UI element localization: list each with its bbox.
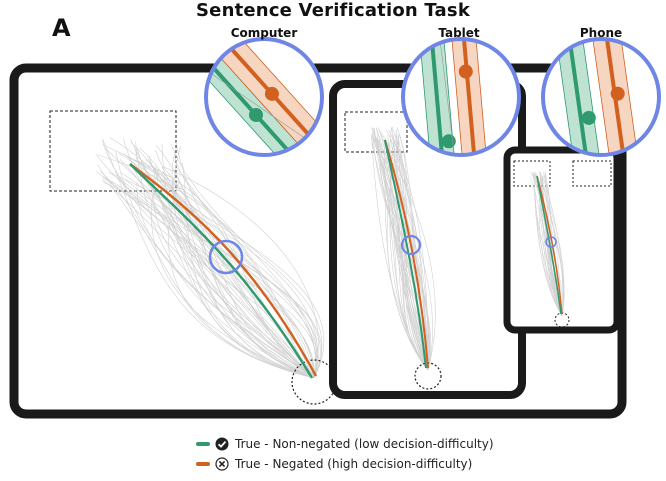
legend-swatch-green	[196, 442, 210, 446]
faint-trajectory	[543, 171, 563, 317]
computer-negated-path	[129, 163, 318, 377]
computer-label: Computer	[230, 26, 298, 40]
faint-trajectory	[534, 171, 563, 317]
faint-trajectory	[371, 127, 429, 371]
tablet-focus-ring	[400, 234, 422, 256]
computer-focus-ring	[208, 239, 244, 275]
legend-item-negated: True - Negated (high decision-difficulty…	[196, 454, 494, 474]
faint-trajectory	[119, 159, 315, 379]
faint-trajectory	[95, 153, 321, 379]
faint-trajectory	[131, 142, 315, 379]
faint-trajectory	[174, 169, 315, 379]
tablet-label: Tablet	[438, 26, 480, 40]
legend-label-negated: True - Negated (high decision-difficulty…	[235, 457, 473, 471]
faint-trajectory	[182, 162, 315, 379]
faint-trajectory	[395, 131, 429, 371]
computer-magnifier	[204, 37, 324, 157]
figure-title: Sentence Verification Task	[196, 0, 470, 21]
faint-trajectory	[125, 179, 315, 379]
faint-trajectory	[118, 153, 315, 379]
faint-trajectory	[123, 138, 315, 379]
faint-trajectory	[105, 177, 315, 379]
faint-trajectory	[134, 147, 322, 379]
faint-trajectory	[102, 138, 315, 379]
phone-target-right	[572, 160, 612, 187]
faint-trajectory	[136, 182, 315, 379]
faint-trajectory	[388, 129, 429, 371]
faint-trajectory	[151, 174, 324, 379]
faint-trajectory	[395, 129, 431, 371]
phone-label: Phone	[579, 26, 623, 40]
computer-faint-trajectories	[95, 137, 324, 379]
legend-item-non-negated: True - Non-negated (low decision-difficu…	[196, 434, 494, 454]
faint-trajectory	[97, 164, 315, 379]
check-circle-icon	[215, 437, 229, 451]
faint-trajectory	[155, 144, 315, 379]
faint-trajectory	[102, 181, 315, 379]
faint-trajectory	[399, 135, 429, 371]
computer-target-box	[49, 110, 177, 192]
legend: True - Non-negated (low decision-difficu…	[196, 434, 494, 474]
faint-trajectory	[533, 171, 563, 317]
faint-trajectory	[544, 172, 564, 317]
phone-focus-ring	[545, 236, 557, 248]
faint-trajectory	[162, 172, 315, 379]
legend-label-non-negated: True - Non-negated (low decision-difficu…	[235, 437, 494, 451]
panel-label: A	[52, 14, 71, 42]
faint-trajectory	[98, 154, 315, 379]
tablet-magnifier	[401, 37, 521, 157]
faint-trajectory	[395, 142, 429, 371]
faint-trajectory	[384, 140, 429, 371]
faint-trajectory	[374, 137, 429, 371]
faint-trajectory	[539, 173, 564, 317]
phone-frame	[503, 146, 621, 334]
faint-trajectory	[174, 156, 323, 379]
faint-trajectory	[390, 139, 433, 371]
tablet-target-box	[344, 111, 408, 153]
faint-trajectory	[148, 155, 319, 379]
faint-trajectory	[171, 181, 315, 379]
faint-trajectory	[386, 130, 429, 371]
faint-trajectory	[165, 178, 315, 379]
faint-trajectory	[378, 127, 429, 371]
faint-trajectory	[100, 170, 315, 379]
legend-swatch-orange	[196, 462, 210, 466]
x-circle-icon	[215, 457, 229, 471]
tablet-non-negated-path	[384, 139, 427, 369]
phone-magnifier	[541, 37, 661, 157]
faint-trajectory	[531, 172, 565, 317]
tablet-faint-trajectories	[371, 126, 436, 371]
faint-trajectory	[130, 160, 315, 379]
faint-trajectory	[530, 177, 563, 317]
phone-target-left	[513, 160, 551, 187]
